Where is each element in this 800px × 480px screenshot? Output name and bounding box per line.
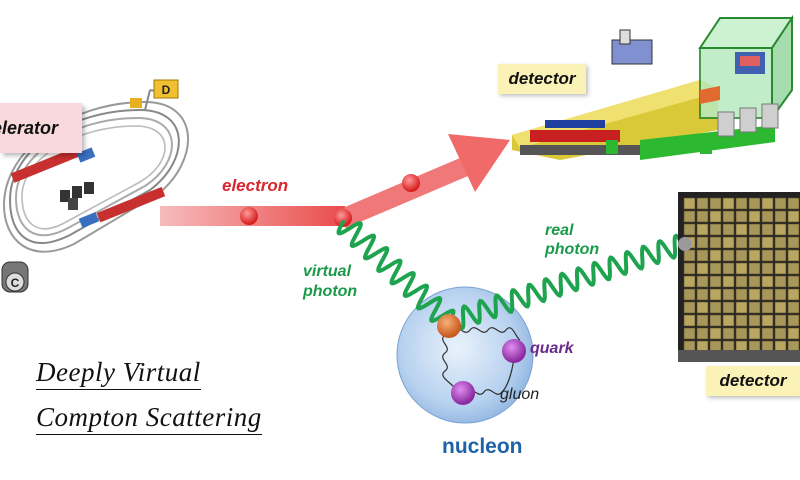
calorimeter-detector — [678, 192, 800, 362]
endstation-d-marker: D — [153, 79, 179, 99]
quark-purple-1 — [502, 339, 526, 363]
electron-label: electron — [222, 176, 289, 195]
real-photon-label-line1: real — [545, 222, 574, 239]
quark-label: quark — [530, 340, 574, 357]
accelerator-label: elerator — [0, 103, 82, 153]
spectrometer-detector — [512, 14, 794, 160]
marker-d-label: D — [162, 83, 171, 97]
nucleon-label: nucleon — [442, 435, 523, 458]
detector-label-top: detector — [498, 64, 586, 94]
diagram-title-line1: Deeply Virtual — [36, 357, 201, 390]
quark-purple-2 — [451, 381, 475, 405]
detector-label-right: detector — [706, 366, 800, 396]
quark-orange — [437, 314, 461, 338]
electron-ball-vertex — [334, 209, 352, 227]
outgoing-electron-arrow — [338, 134, 510, 228]
virtual-photon-label-line2: photon — [303, 283, 358, 300]
diagram-title-line2: Compton Scattering — [36, 402, 262, 435]
real-photon-label-line2: photon — [545, 241, 600, 258]
electron-ball-1 — [240, 207, 258, 225]
endstation-c-marker: C — [1, 261, 29, 293]
gluon-label: gluon — [500, 386, 540, 403]
virtual-photon-wave — [336, 220, 456, 324]
marker-c-label: C — [11, 276, 20, 290]
gluon-lines — [442, 327, 521, 395]
electron-ball-2 — [402, 174, 420, 192]
virtual-photon-label-line1: virtual — [303, 263, 352, 280]
real-photon-wave — [453, 233, 685, 331]
